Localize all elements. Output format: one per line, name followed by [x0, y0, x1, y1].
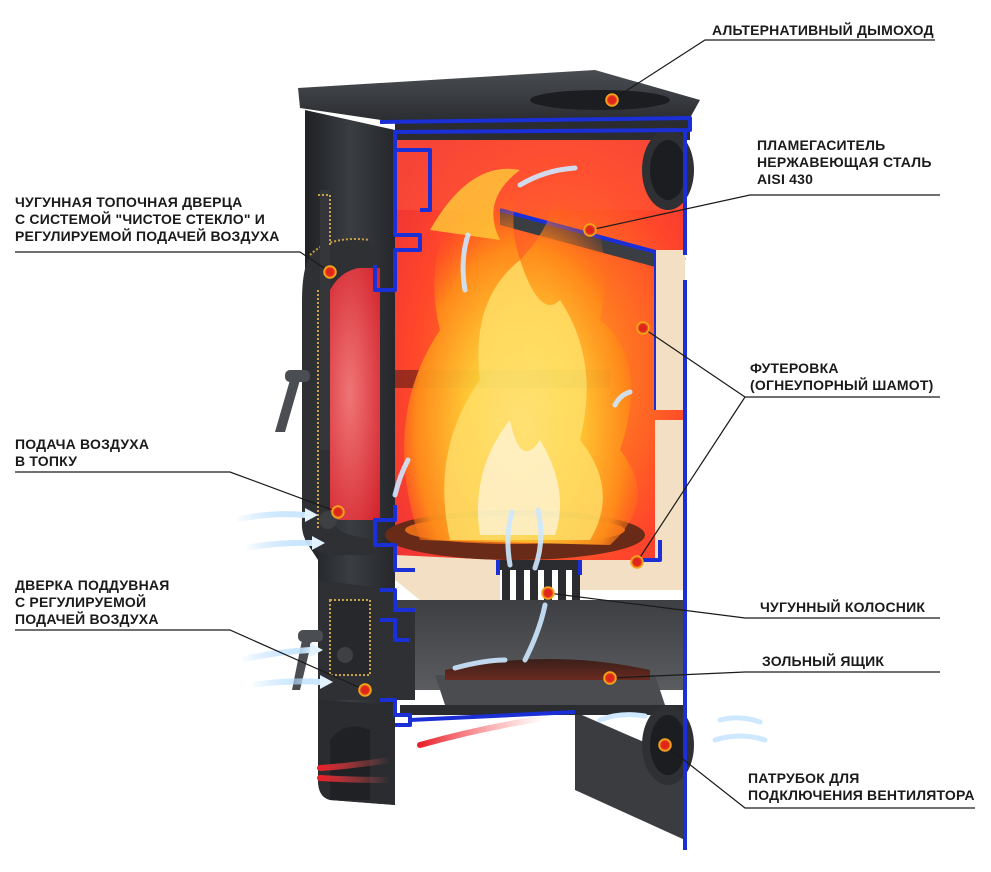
label-flame-damper: ПЛАМЕГАСИТЕЛЬ НЕРЖАВЕЮЩАЯ СТАЛЬ AISI 430 — [757, 137, 932, 188]
marker-flame-damper-icon — [583, 223, 597, 237]
fire-door-glass — [320, 268, 380, 520]
ash-door — [318, 580, 395, 700]
top-chimney-opening — [530, 90, 670, 110]
label-line: ПОДАЧА ВОЗДУХА — [15, 436, 150, 452]
hot-air-arrows — [317, 715, 548, 783]
alt-chimney-pipe — [642, 130, 694, 210]
door-handle — [275, 370, 310, 432]
label-line: В ТОПКУ — [15, 453, 78, 469]
label-line: ПЛАМЕГАСИТЕЛЬ — [757, 137, 886, 153]
label-line: С СИСТЕМОЙ "ЧИСТОЕ СТЕКЛО" И — [15, 211, 266, 227]
label-line: ФУТЕРОВКА — [750, 360, 839, 376]
label-fire-door: ЧУГУННАЯ ТОПОЧНАЯ ДВЕРЦА С СИСТЕМОЙ "ЧИС… — [15, 194, 280, 245]
label-line: ПОДАЧЕЙ ВОЗДУХА — [15, 611, 159, 627]
marker-fan-pipe-icon — [658, 738, 672, 752]
section-outline — [373, 116, 692, 850]
label-line: АЛЬТЕРНАТИВНЫЙ ДЫМОХОД — [712, 22, 934, 38]
marker-alt-chimney-icon — [605, 93, 619, 107]
label-alt-chimney: АЛЬТЕРНАТИВНЫЙ ДЫМОХОД — [712, 22, 934, 39]
label-fan-pipe: ПАТРУБОК ДЛЯ ПОДКЛЮЧЕНИЯ ВЕНТИЛЯТОРА — [748, 770, 975, 804]
label-line: РЕГУЛИРУЕМОЙ ПОДАЧЕЙ ВОЗДУХА — [15, 228, 280, 244]
red-dot-markers — [323, 93, 672, 752]
label-air-supply: ПОДАЧА ВОЗДУХА В ТОПКУ — [15, 436, 149, 470]
label-line: ДВЕРКА ПОДДУВНАЯ — [15, 577, 170, 593]
marker-ash-box-icon — [603, 671, 617, 685]
label-grate: ЧУГУННЫЙ КОЛОСНИК — [760, 599, 925, 616]
label-line: ПАТРУБОК ДЛЯ — [748, 770, 860, 786]
label-line: AISI 430 — [757, 171, 814, 187]
marker-grate-icon — [541, 586, 555, 600]
label-lining: ФУТЕРОВКА (ОГНЕУПОРНЫЙ ШАМОТ) — [750, 360, 933, 394]
label-line: ЧУГУННЫЙ КОЛОСНИК — [760, 599, 926, 615]
marker-ash-door-icon — [358, 683, 372, 697]
marker-lining-lower-icon — [630, 555, 644, 569]
leader-lines — [15, 39, 975, 809]
label-line: ПОДКЛЮЧЕНИЯ ВЕНТИЛЯТОРА — [748, 787, 975, 803]
label-line: ЧУГУННАЯ ТОПОЧНАЯ ДВЕРЦА — [15, 194, 243, 210]
label-line: С РЕГУЛИРУЕМОЙ — [15, 594, 147, 610]
bottom-open-panel — [575, 712, 685, 840]
marker-fire-door-icon — [323, 265, 337, 279]
label-line: НЕРЖАВЕЮЩАЯ СТАЛЬ — [757, 154, 932, 170]
chamotte-lining-left — [395, 555, 500, 600]
cast-iron-grate — [498, 560, 580, 600]
label-line: ЗОЛЬНЫЙ ЯЩИК — [762, 653, 885, 669]
marker-air-supply-icon — [331, 505, 345, 519]
air-flow-arrows — [232, 511, 768, 743]
label-ash-box: ЗОЛЬНЫЙ ЯЩИК — [762, 653, 884, 670]
air-arrow-heads — [305, 508, 333, 689]
internal-flow-arrows — [392, 165, 633, 671]
marker-lining-upper-icon — [636, 321, 650, 335]
label-line: (ОГНЕУПОРНЫЙ ШАМОТ) — [750, 377, 934, 393]
chamotte-lining-upper — [655, 250, 685, 410]
label-ash-door: ДВЕРКА ПОДДУВНАЯ С РЕГУЛИРУЕМОЙ ПОДАЧЕЙ … — [15, 577, 170, 628]
